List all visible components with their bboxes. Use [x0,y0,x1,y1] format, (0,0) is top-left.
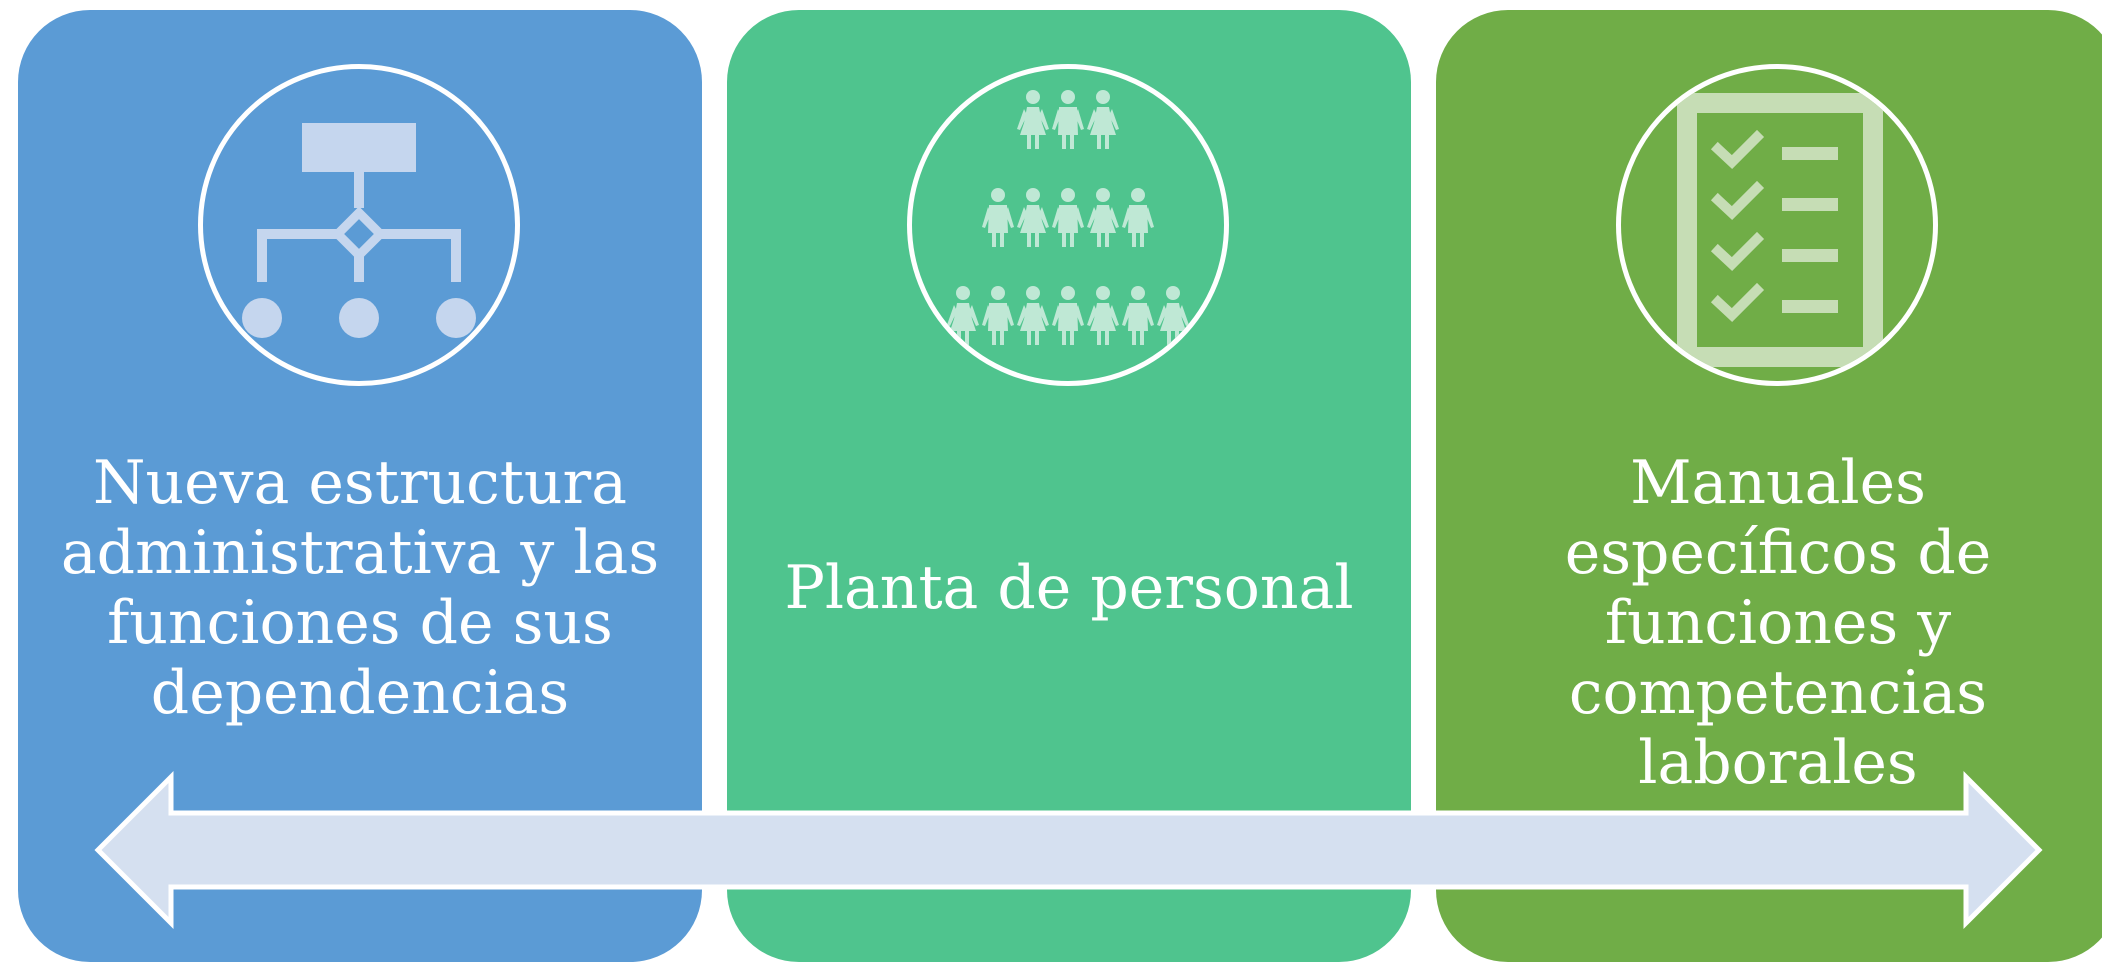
org-chart-icon [242,123,476,338]
panel-label: Nueva estructura administrativa y las fu… [60,448,660,728]
checklist-icon [1677,93,1883,367]
panel-label: Planta de personal [784,553,1354,623]
people-pyramid-icon [947,90,1189,345]
people-pyramid-icon-circle [907,64,1229,386]
panel-estructura-administrativa: Nueva estructura administrativa y las fu… [18,10,702,962]
panel-manuales-especificos: Manuales específicos de funciones y comp… [1436,10,2102,962]
org-chart-icon-circle [198,64,520,386]
panel-planta-de-personal: Planta de personal [727,10,1411,962]
panel-label: Manuales específicos de funciones y comp… [1564,448,1992,798]
checklist-icon-circle [1616,64,1938,386]
